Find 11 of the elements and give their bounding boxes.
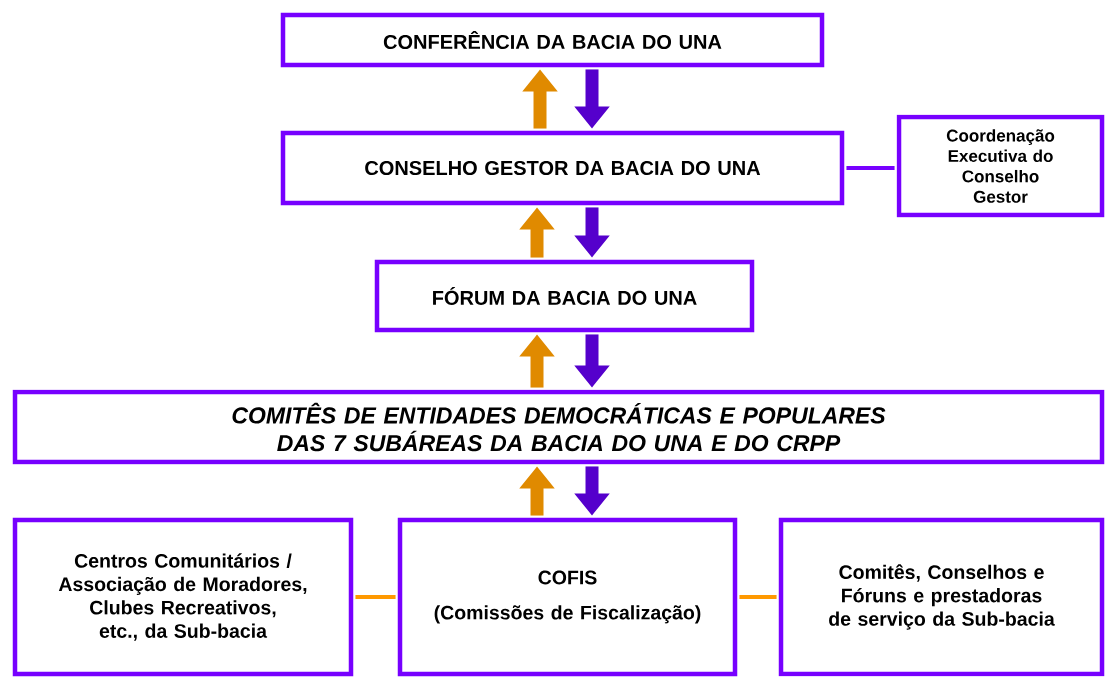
forum-box: FÓRUM DA BACIA DO UNA [374,259,755,333]
cofis-box: COFIS (Comissões de Fiscalização) [397,517,738,677]
connector-line [355,595,396,599]
connector-line [846,166,895,170]
title-box: CONFERÊNCIA DA BACIA DO UNA [280,12,825,68]
council-box: CONSELHO GESTOR DA BACIA DO UNA [280,130,845,206]
side-box: Centros Comunitários / Associação de Moradores, Clubes Recreativos, etc., da Sub-bacia [12,517,354,677]
side-box: Coordenação Executiva do Conselho Gestor [896,114,1105,218]
side-box: Comitês, Conselhos e Fóruns e prestadoras de serviço da Sub-bacia [778,517,1105,677]
committee-band: COMITÊS DE ENTIDADES DEMOCRÁTICAS E POPULARES DAS 7 SUBÁREAS DA BACIA DO UNA E DO CRPP [12,389,1105,465]
connector-line [739,595,777,599]
